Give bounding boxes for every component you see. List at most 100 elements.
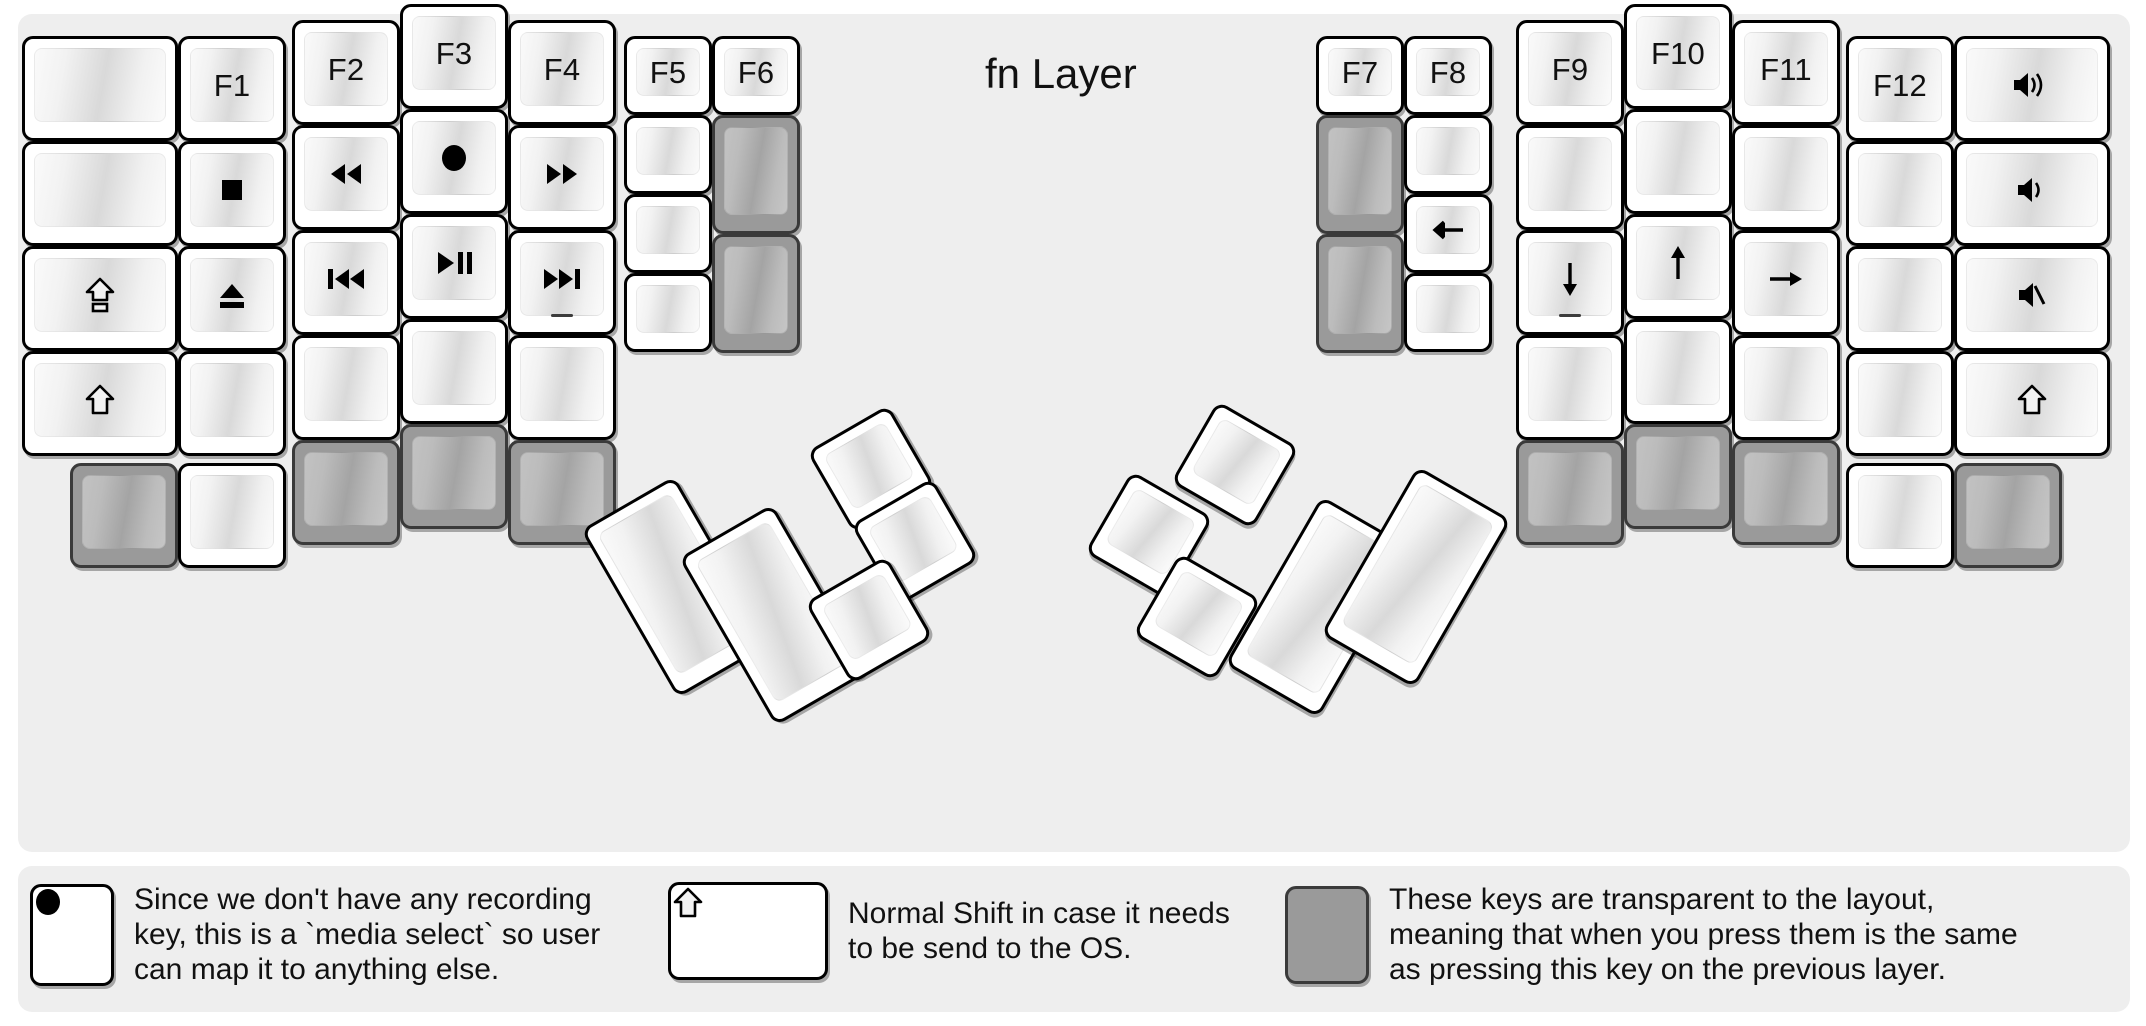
legend-text: Normal Shift in case it needs to be send… [848,896,1230,965]
key-left-middle-r5-transparent[interactable] [400,424,508,529]
key-right-middle-r4[interactable] [1624,319,1732,424]
key-right-ring-arrow-right[interactable] [1732,230,1840,335]
key-left-ring-f2[interactable]: F2 [292,20,400,125]
key-cap: F6 [724,48,788,96]
key-right-innermost-f7[interactable]: F7 [1316,36,1404,115]
key-cap [1528,452,1612,526]
key-left-innermost-r3-transparent[interactable] [712,234,800,353]
key-left-ring-rewind[interactable] [292,125,400,230]
key-label: F1 [213,67,251,103]
key-left-pinky-r4[interactable] [178,351,286,456]
fast-forward-icon [543,161,581,187]
play-pause-icon [434,249,474,277]
key-left-index-next-track[interactable] [508,230,616,335]
homing-bar [1559,314,1581,317]
key-cap [412,331,496,405]
key-left-middle-play-pause[interactable] [400,214,508,319]
key-left-index-f4[interactable]: F4 [508,20,616,125]
key-left-innermost-r2-transparent[interactable] [712,115,800,234]
key-left-index-r5-transparent[interactable] [508,440,616,545]
key-right-index-r2[interactable] [1516,125,1624,230]
key-cap [412,226,496,300]
key-left-inner-r3[interactable] [624,194,712,273]
key-cap [1340,482,1495,666]
key-cap [1190,417,1283,507]
key-right-innermost-r2-transparent[interactable] [1316,115,1404,234]
key-right-index-r4[interactable] [1516,335,1624,440]
key-left-inner-r2[interactable] [624,115,712,194]
key-right-pinky-r4[interactable] [1846,351,1954,456]
key-left-outer-r2[interactable] [22,141,178,246]
key-right-middle-r2[interactable] [1624,109,1732,214]
key-label: F10 [1650,35,1706,71]
key-left-pinky-r5[interactable] [178,463,286,568]
page-title: fn Layer [985,50,1137,97]
key-right-inner-arrow-left[interactable] [1404,194,1492,273]
key-left-inner-f5[interactable]: F5 [624,36,712,115]
key-right-ring-r5-transparent[interactable] [1732,440,1840,545]
key-right-outer-volume-mute[interactable] [1954,246,2110,351]
key-left-ring-previous-track[interactable] [292,230,400,335]
key-right-middle-arrow-up[interactable] [1624,214,1732,319]
key-right-inner-r4[interactable] [1404,273,1492,352]
key-cap [636,285,700,333]
key-left-pinky-eject[interactable] [178,246,286,351]
key-left-outer-r3-caps-lock[interactable] [22,246,178,351]
key-label: F7 [1341,54,1379,90]
key-left-outer-r1[interactable] [22,36,178,141]
key-cap [1858,258,1942,332]
key-cap [33,887,111,917]
key-cap [671,885,825,921]
key-right-ring-r4[interactable] [1732,335,1840,440]
key-right-index-arrow-down[interactable] [1516,230,1624,335]
key-right-pinky-r3[interactable] [1846,246,1954,351]
key-right-inner-r2[interactable] [1404,115,1492,194]
key-cap [1966,153,2098,227]
key-left-ring-r5-transparent[interactable] [292,440,400,545]
key-right-index-r5-transparent[interactable] [1516,440,1624,545]
key-right-pinky-f12[interactable]: F12 [1846,36,1954,141]
legend-item-transparent: These keys are transparent to the layout… [1285,882,2018,987]
record-icon [33,887,111,917]
key-cap [520,242,604,316]
key-cap: F7 [1328,48,1392,96]
key-cap [190,153,274,227]
key-cap [34,48,166,122]
key-right-outer-volume-up[interactable] [1954,36,2110,141]
caps-lock-icon [83,275,117,315]
key-left-index-fast-forward[interactable] [508,125,616,230]
key-cap [1744,452,1828,526]
key-label: F8 [1429,54,1467,90]
key-left-ring-r4[interactable] [292,335,400,440]
volume-down-icon [2014,174,2050,206]
key-right-inner-f8[interactable]: F8 [1404,36,1492,115]
key-right-outer-shift[interactable] [1954,351,2110,456]
key-cap [520,452,604,526]
key-cap: F4 [520,32,604,106]
key-left-pinky-stop[interactable] [178,141,286,246]
key-left-outer-r5-transparent[interactable] [70,463,178,568]
key-cap [724,246,788,334]
key-right-pinky-r5[interactable] [1846,463,1954,568]
key-left-index-r4[interactable] [508,335,616,440]
key-left-pinky-f1[interactable]: F1 [178,36,286,141]
key-right-innermost-r3-transparent[interactable] [1316,234,1404,353]
key-right-index-f9[interactable]: F9 [1516,20,1624,125]
key-left-middle-f3[interactable]: F3 [400,4,508,109]
key-right-outer-r5-transparent[interactable] [1954,463,2062,568]
key-right-ring-f11[interactable]: F11 [1732,20,1840,125]
key-left-inner-r4[interactable] [624,273,712,352]
key-left-innermost-f6[interactable]: F6 [712,36,800,115]
key-right-middle-r5-transparent[interactable] [1624,424,1732,529]
arrow-down-icon [1557,260,1583,298]
key-right-outer-volume-down[interactable] [1954,141,2110,246]
key-right-pinky-r2[interactable] [1846,141,1954,246]
key-left-middle-record[interactable] [400,109,508,214]
legend-text: Since we don't have any recording key, t… [134,883,601,987]
key-right-ring-r2[interactable] [1732,125,1840,230]
key-left-middle-r4[interactable] [400,319,508,424]
legend-text: These keys are transparent to the layout… [1389,883,2018,987]
key-label: F11 [1760,51,1812,87]
key-left-outer-r4-shift[interactable] [22,351,178,456]
key-right-middle-f10[interactable]: F10 [1624,4,1732,109]
